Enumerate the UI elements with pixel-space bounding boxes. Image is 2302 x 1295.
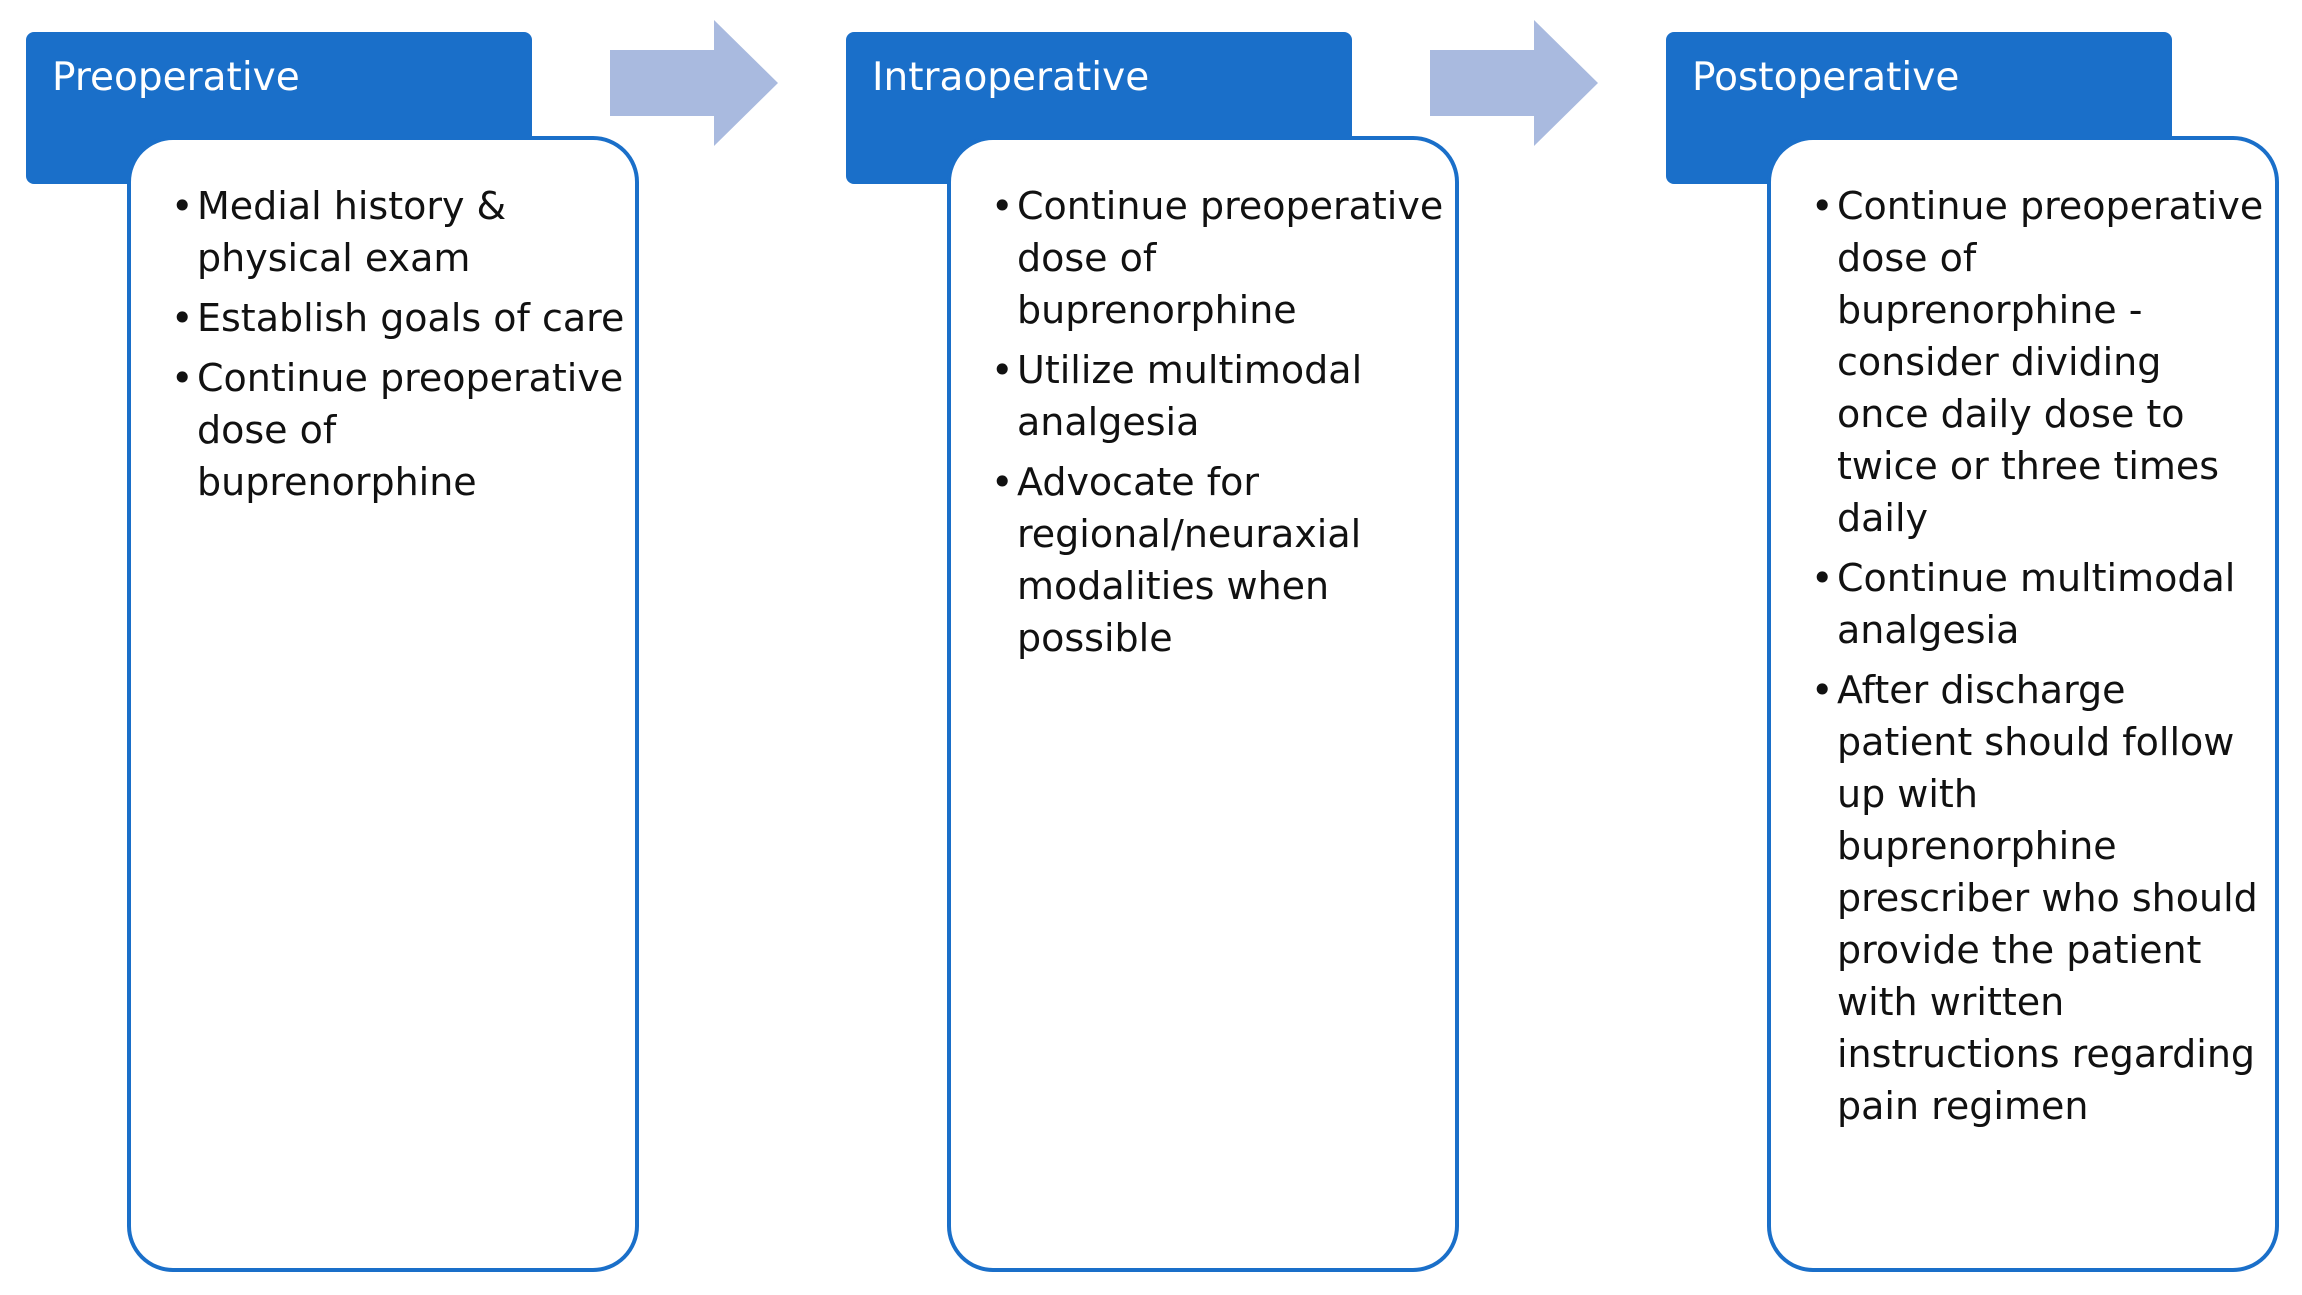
stage-box-intraoperative: Continue preoperative dose of buprenorph…: [947, 136, 1459, 1272]
list-item: Continue preoperative dose of buprenorph…: [991, 180, 1445, 336]
list-item: Continue multimodal analgesia: [1811, 552, 2265, 656]
list-item: Continue preoperative dose of buprenorph…: [1811, 180, 2265, 544]
list-item: Utilize multimodal analgesia: [991, 344, 1445, 448]
right-arrow-icon: [610, 20, 778, 146]
bullet-list: Medial history & physical exam Establish…: [171, 180, 625, 508]
stage-box-preoperative: Medial history & physical exam Establish…: [127, 136, 639, 1272]
right-arrow-icon: [1430, 20, 1598, 146]
bullet-list: Continue preoperative dose of buprenorph…: [1811, 180, 2265, 1132]
stage-title: Preoperative: [52, 55, 300, 100]
list-item: Advocate for regional/neuraxial modaliti…: [991, 456, 1445, 664]
list-item: After discharge patient should follow up…: [1811, 664, 2265, 1132]
stage-title: Intraoperative: [872, 55, 1150, 100]
list-item: Continue preoperative dose of buprenorph…: [171, 352, 625, 508]
stage-title: Postoperative: [1692, 55, 1960, 100]
list-item: Establish goals of care: [171, 292, 625, 344]
stage-box-postoperative: Continue preoperative dose of buprenorph…: [1767, 136, 2279, 1272]
list-item: Medial history & physical exam: [171, 180, 625, 284]
bullet-list: Continue preoperative dose of buprenorph…: [991, 180, 1445, 664]
